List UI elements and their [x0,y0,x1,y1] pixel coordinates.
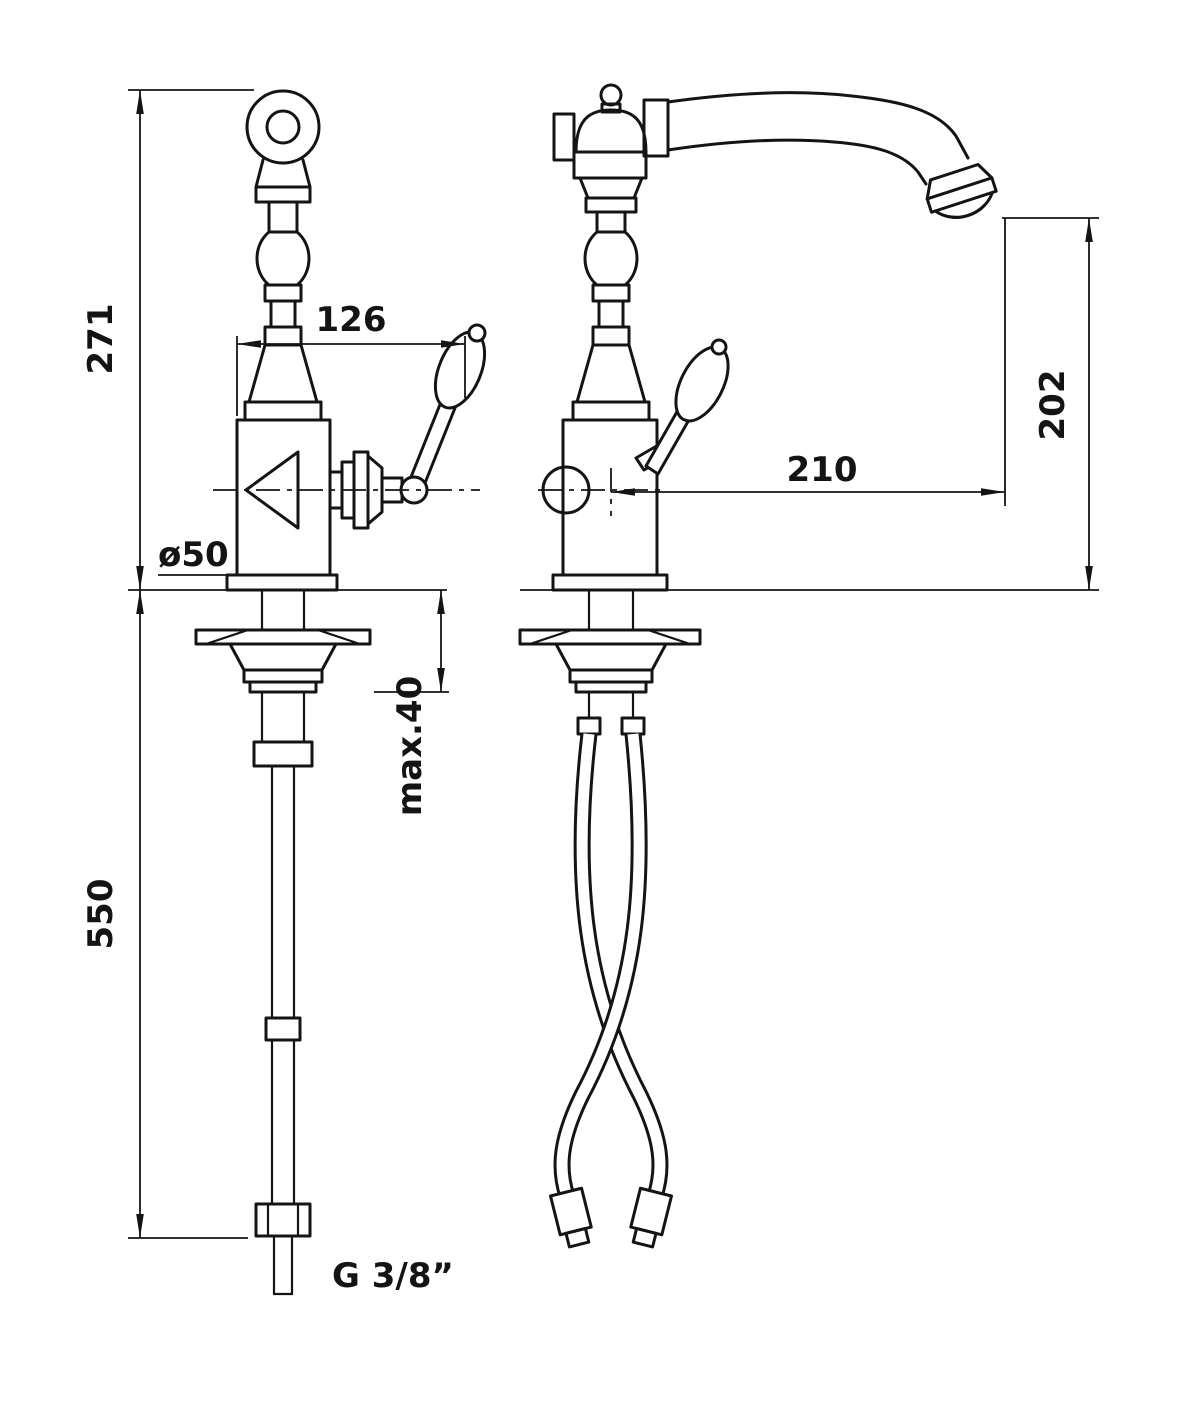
label-connection-thread: G 3/8” [332,1256,454,1296]
label-base-diameter: ø50 [158,535,229,575]
label-max-deck-thickness: max.40 [390,676,430,817]
label-supply-length: 550 [81,879,121,950]
left-view [194,89,487,1296]
label-spout-outlet-height: 202 [1033,370,1073,441]
lever-handle [328,323,487,530]
dimension-lines [128,89,1099,1239]
hose-nut-right [629,1186,673,1249]
mounting-hardware [194,588,372,694]
spindle-column-front [571,176,651,422]
finial [599,83,623,114]
supply-pipe [252,690,314,1296]
right-view [518,83,998,1249]
label-body-to-handle-width: 126 [316,300,387,340]
hose-nut-left [549,1186,593,1249]
supply-hoses [549,733,673,1249]
lever-handle-front [634,338,730,476]
label-spout-reach: 210 [787,450,858,490]
valve-body [225,418,339,592]
aerator [925,162,998,219]
valve-body-front [541,418,669,592]
spout-ring [245,89,321,204]
spout [666,91,998,219]
mounting-hardware-front [518,588,702,736]
spindle-column [243,200,323,422]
label-height-above-deck: 271 [81,304,121,375]
